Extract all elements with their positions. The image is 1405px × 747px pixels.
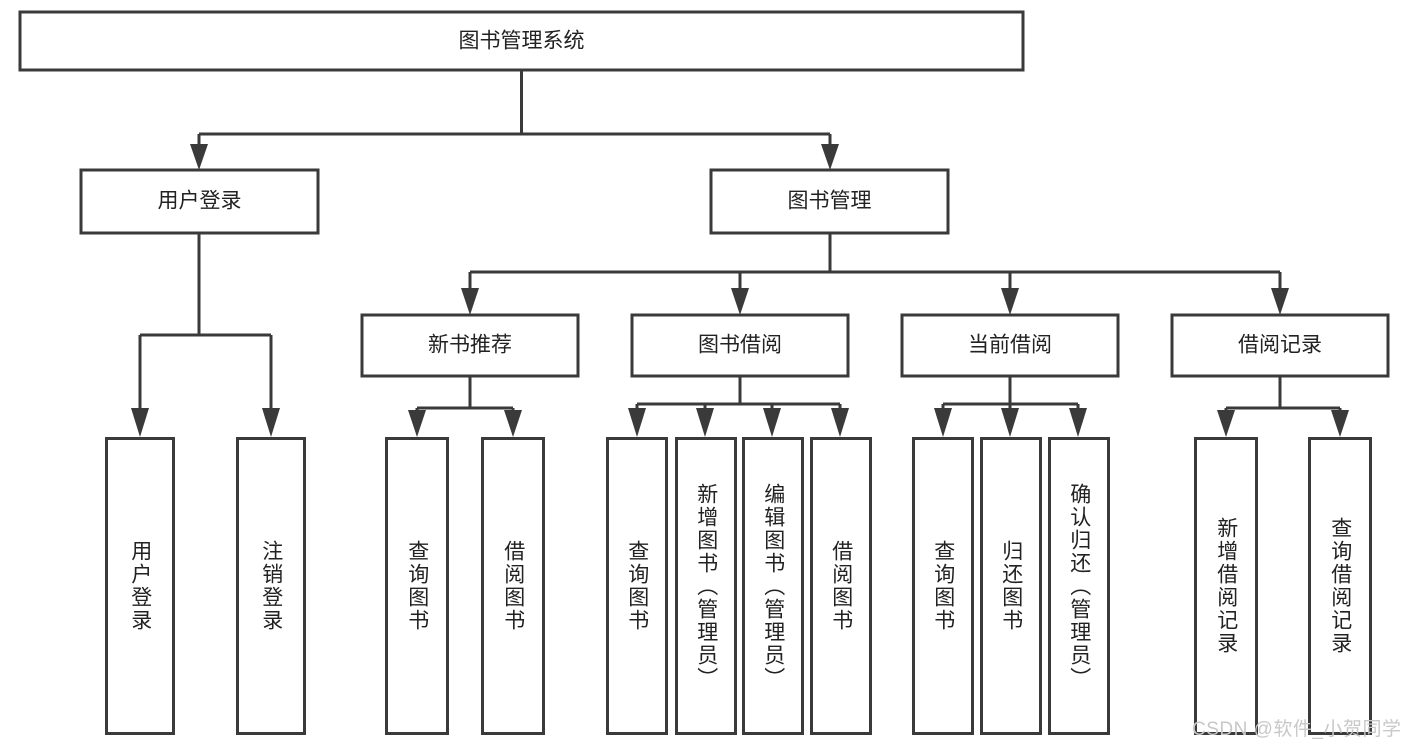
node-new-book-recommend-box[interactable]: [360, 313, 580, 378]
leaf-user-login-label: 用户登录: [128, 540, 152, 632]
node-borrow-record-label: 借阅记录: [1238, 334, 1322, 357]
leaf-add-borrow-record[interactable]: 新增借阅记录: [1194, 437, 1258, 735]
node-root-box[interactable]: [18, 10, 1025, 72]
arrow-head-book-borrow: [731, 288, 749, 315]
leaf-query-book-recommend-label: 查询图书: [405, 540, 429, 632]
leaf-borrow-book[interactable]: 借阅图书: [810, 437, 872, 735]
leaf-edit-book-admin[interactable]: 编辑图书（管理员）: [742, 437, 804, 735]
leaf-borrow-book-label: 借阅图书: [829, 540, 853, 632]
leaf-return-book[interactable]: 归还图书: [980, 437, 1042, 735]
csdn-watermark: CSDN @软件_小贺同学: [1192, 719, 1402, 740]
arrow-head-bookborrow-leaf-1: [628, 408, 646, 437]
leaf-borrow-book-recommend-label: 借阅图书: [501, 540, 525, 632]
leaf-query-borrow-record[interactable]: 查询借阅记录: [1308, 437, 1372, 735]
leaf-query-book-current-label: 查询图书: [931, 540, 955, 632]
node-user-login-box[interactable]: [79, 168, 320, 235]
leaf-add-book-admin[interactable]: 新增图书（管理员）: [675, 437, 737, 735]
arrow-head-bookborrow-leaf-4: [831, 408, 849, 437]
arrow-head-bookborrow-leaf-2: [696, 408, 714, 437]
arrow-head-borrowrecord-leaf-1: [1217, 410, 1235, 437]
node-book-management-label: 图书管理: [788, 190, 872, 213]
leaf-confirm-return-admin-label: 确认归还（管理员）: [1067, 482, 1091, 690]
arrow-head-currentborrow-leaf-2: [1001, 408, 1019, 437]
arrow-head-borrowrecord-leaf-2: [1331, 410, 1349, 437]
leaf-user-login[interactable]: 用户登录: [105, 437, 175, 735]
arrow-head-currentborrow-leaf-1: [934, 408, 952, 437]
node-user-login-label: 用户登录: [158, 190, 242, 213]
arrow-head-to-book-mgmt: [821, 144, 839, 170]
node-current-borrow-box[interactable]: [900, 313, 1120, 378]
arrow-head-user-leaf-2: [262, 408, 280, 437]
leaf-confirm-return-admin[interactable]: 确认归还（管理员）: [1048, 437, 1110, 735]
leaf-query-book-current[interactable]: 查询图书: [912, 437, 974, 735]
node-new-book-recommend-label: 新书推荐: [428, 334, 512, 357]
arrow-head-bookborrow-leaf-3: [763, 408, 781, 437]
node-book-borrow-label: 图书借阅: [698, 334, 782, 357]
leaf-query-book-borrow[interactable]: 查询图书: [606, 437, 668, 735]
node-book-borrow-box[interactable]: [630, 313, 850, 378]
leaf-edit-book-admin-label: 编辑图书（管理员）: [761, 482, 785, 690]
leaf-query-borrow-record-label: 查询借阅记录: [1328, 517, 1352, 655]
node-current-borrow-label: 当前借阅: [968, 334, 1052, 357]
arrow-head-new-book: [461, 288, 479, 315]
leaf-query-book-recommend[interactable]: 查询图书: [385, 437, 449, 735]
arrow-head-newbook-leaf-1: [408, 410, 426, 437]
node-root-label: 图书管理系统: [459, 30, 585, 53]
leaf-logout[interactable]: 注销登录: [236, 437, 306, 735]
leaf-query-book-borrow-label: 查询图书: [625, 540, 649, 632]
leaf-add-borrow-record-label: 新增借阅记录: [1214, 517, 1238, 655]
arrow-head-current-borrow: [1001, 288, 1019, 315]
node-borrow-record-box[interactable]: [1170, 313, 1390, 378]
leaf-add-book-admin-label: 新增图书（管理员）: [694, 482, 718, 690]
node-book-management-box[interactable]: [709, 168, 950, 235]
arrow-head-currentborrow-leaf-3: [1069, 408, 1087, 437]
arrow-head-to-user-login: [190, 144, 208, 170]
leaf-logout-label: 注销登录: [259, 540, 283, 632]
leaf-borrow-book-recommend[interactable]: 借阅图书: [481, 437, 545, 735]
arrow-head-user-leaf-1: [131, 408, 149, 437]
arrow-head-newbook-leaf-2: [504, 410, 522, 437]
leaf-return-book-label: 归还图书: [999, 540, 1023, 632]
arrow-head-borrow-record: [1271, 288, 1289, 315]
